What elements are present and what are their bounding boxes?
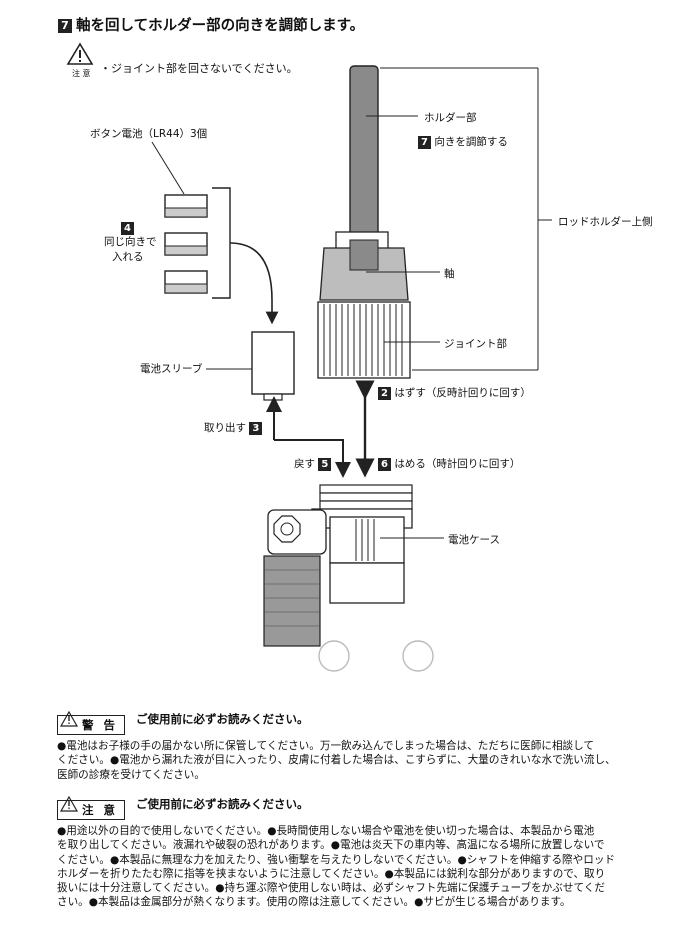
caution-top-text: ・ジョイント部を回さないでください。 [100, 62, 298, 75]
caution-box: 注 意 [57, 800, 126, 820]
caution-title: 注 意 [82, 803, 119, 817]
blank-circle-1 [318, 640, 350, 672]
warning-lead: ご使用前に必ずお読みください。 [136, 712, 309, 726]
blank-circle-2 [402, 640, 434, 672]
warning-title: 警 告 [82, 718, 119, 732]
takeout-text: 取り出す [204, 422, 246, 434]
holder-label: ホルダー部 [424, 112, 477, 124]
attach-num: 6 [378, 457, 391, 471]
return-label: 戻す 5 [294, 456, 332, 471]
button-battery-2 [164, 232, 208, 256]
insert-num: 4 [121, 222, 134, 235]
caution-body: ●用途以外の目的で使用しないでください。●長時間使用しない場合や電池を使い切った… [57, 824, 657, 910]
adjust-num: 7 [418, 135, 431, 149]
attach-text: はめる（時計回りに回す） [394, 458, 521, 470]
takeout-num: 3 [249, 421, 263, 435]
battery-label: ボタン電池（LR44）3個 [90, 128, 208, 140]
caution-line: ください。●本製品に無理な力を加えたり、強い衝撃を与えたりしないでください。●シ… [57, 853, 616, 866]
step-number: 7 [58, 19, 72, 33]
attach-label: 6 はめる（時計回りに回す） [378, 456, 520, 471]
adjust-label: 7 向きを調節する [418, 134, 508, 149]
step-heading: 7 軸を回してホルダー部の向きを調節します。 [58, 14, 364, 35]
caution-lead: ご使用前に必ずお読みください。 [136, 797, 309, 811]
insert-step: 4 [121, 218, 134, 237]
return-num: 5 [318, 457, 332, 471]
takeout-label: 取り出す 3 [204, 420, 263, 435]
step-title: 軸を回してホルダー部の向きを調節します。 [76, 18, 365, 34]
remove-text: はずす（反時計回りに回す） [394, 387, 531, 399]
joint-part [317, 301, 411, 379]
warning-box: 警 告 [57, 715, 126, 735]
caution-top-sub: 注 意 [72, 69, 91, 78]
button-battery-3 [164, 270, 208, 294]
warning-triangle-icon [59, 710, 79, 727]
case-label: 電池ケース [448, 534, 500, 546]
caution-line: ホルダーを折りたたむ際に指等を挟まないように注意してください。●本製品には鋭利な… [57, 867, 606, 880]
caution-line: さい。●本製品は金属部分が熱くなります。使用の際は注意してください。●サビが生じ… [57, 896, 571, 909]
warning-body: ●電池はお子様の手の届かない所に保管してください。万一飲み込んでしまった場合は、… [57, 739, 657, 782]
remove-label: 2 はずす（反時計回りに回す） [378, 385, 531, 400]
warning-header: 警 告 [57, 710, 126, 735]
caution-line: 扱いには十分注意してください。●持ち運ぶ際や使用しない時は、必ずシャフト先端に保… [57, 882, 605, 895]
insert-line2: 入れる [112, 251, 144, 263]
shaft-part [319, 231, 409, 301]
insert-line1: 同じ向きで [104, 236, 157, 248]
warning-line: ●電池はお子様の手の届かない所に保管してください。万一飲み込んでしまった場合は、… [57, 740, 595, 752]
caution-header: 注 意 [57, 795, 126, 820]
joint-label: ジョイント部 [444, 338, 507, 350]
warning-line: ください。●電池から漏れた液が目に入ったり、皮膚に付着した場合は、こすらずに、大… [57, 754, 616, 767]
caution-triangle-icon [66, 42, 94, 65]
battery-case [263, 484, 413, 647]
caution-line: ●用途以外の目的で使用しないでください。●長時間使用しない場合や電池を使い切った… [57, 825, 595, 837]
button-battery-1 [164, 194, 208, 218]
battery-sleeve [251, 331, 295, 401]
return-text: 戻す [294, 458, 315, 470]
caution-triangle-small-icon [59, 795, 79, 812]
shaft-label: 軸 [444, 268, 455, 280]
upper-label: ロッドホルダー上側 [558, 216, 653, 228]
remove-num: 2 [378, 386, 391, 400]
warning-line: 医師の診療を受けてください。 [57, 768, 205, 781]
sleeve-label: 電池スリーブ [140, 363, 203, 375]
adjust-text: 向きを調節する [434, 136, 508, 148]
caution-line: を取り出してください。液漏れや破裂の恐れがあります。●電池は炎天下の車内等、高温… [57, 839, 605, 852]
